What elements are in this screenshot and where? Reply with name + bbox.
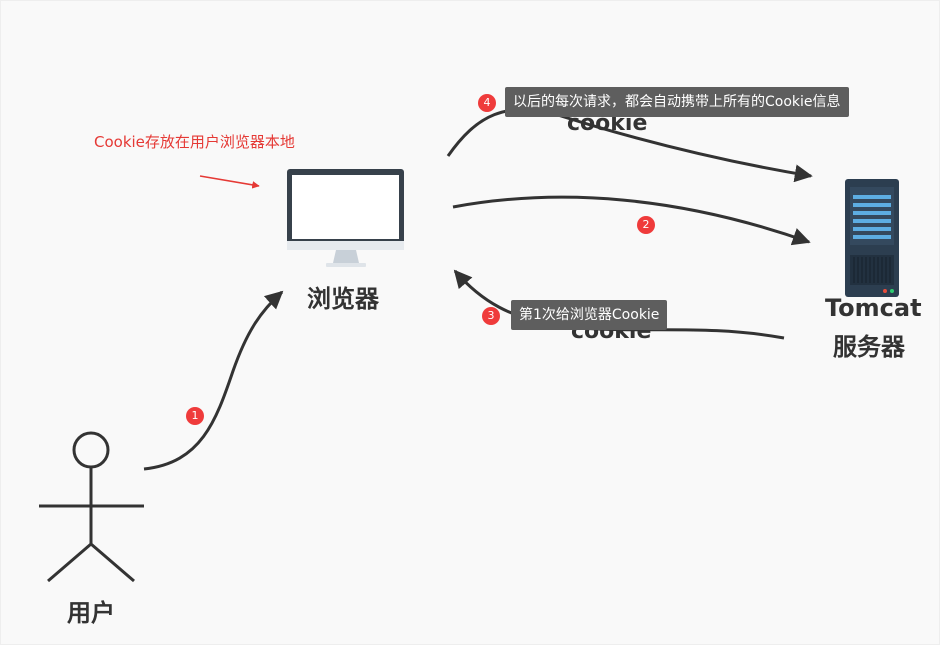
server-label-line2: 服务器	[833, 333, 905, 361]
step-badge-4: 4	[478, 94, 496, 112]
note-pointer-arrow	[199, 175, 260, 189]
step-badge-1: 1	[186, 407, 204, 425]
step-badge-3: 3	[482, 307, 500, 325]
arrow-step-4	[446, 107, 813, 183]
user-figure-icon	[39, 431, 144, 583]
browser-monitor-icon	[287, 169, 404, 267]
cookie-storage-note: Cookie存放在用户浏览器本地	[94, 133, 295, 151]
server-label-line1: Tomcat	[825, 294, 922, 322]
tooltip-step-3: 第1次给浏览器Cookie	[511, 300, 668, 330]
user-label: 用户	[67, 599, 115, 627]
server-tower-icon	[845, 179, 899, 297]
browser-label: 浏览器	[307, 285, 379, 313]
tooltip-step-4: 以后的每次请求，都会自动携带上所有的Cookie信息	[505, 87, 849, 117]
arrow-step-2	[452, 195, 811, 246]
arrow-step-1	[143, 290, 284, 471]
step-badge-2: 2	[637, 216, 655, 234]
